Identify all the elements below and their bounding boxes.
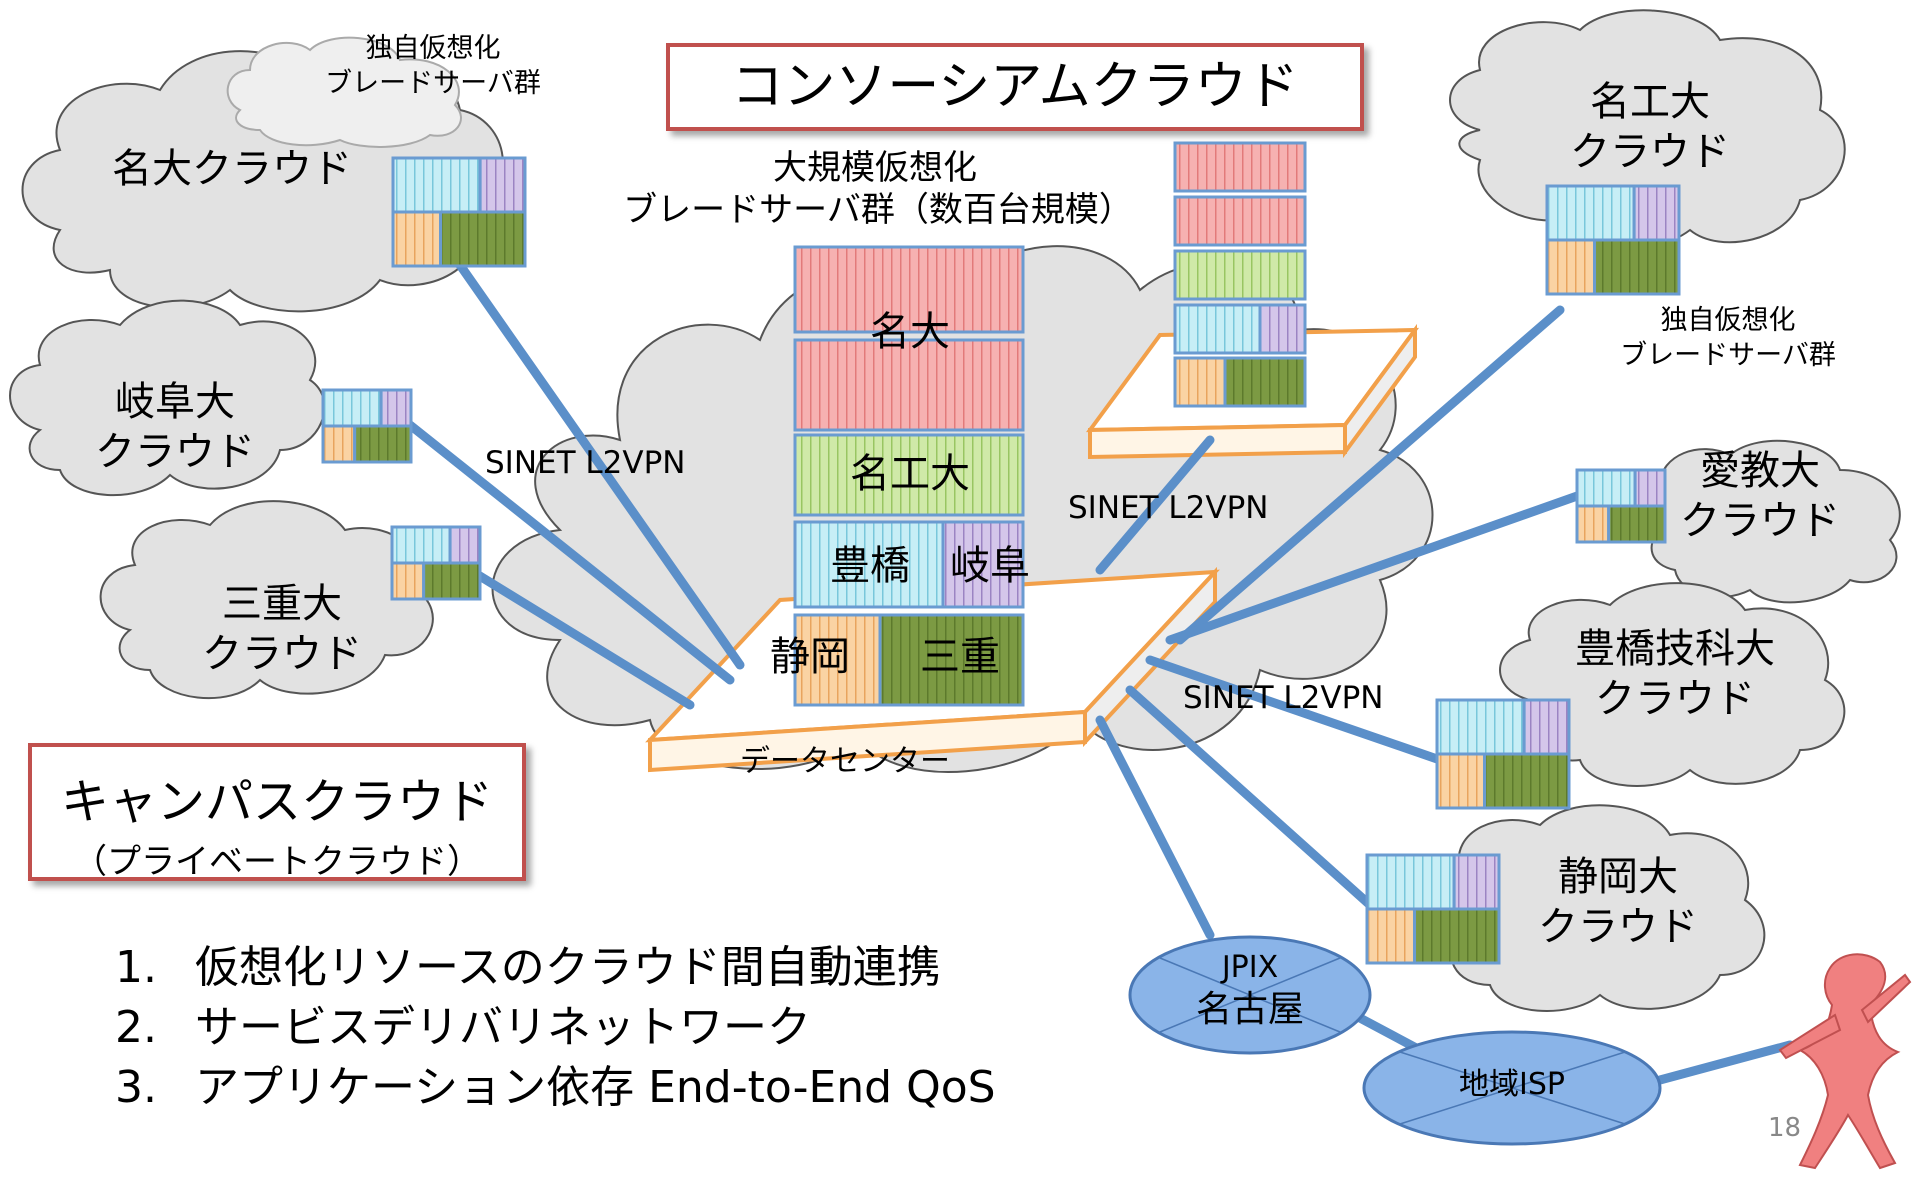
jpix-label-1: JPIX — [1221, 950, 1279, 985]
cloud-toyohashi-label-1: 豊橋技科大 — [1575, 626, 1775, 672]
isp-label: 地域ISP — [1459, 1067, 1565, 1102]
link-mie — [465, 565, 695, 710]
block-gifu-label: 岐阜 — [950, 543, 1030, 589]
cloud-meikodai-label-2: クラウド — [1570, 129, 1730, 175]
block-mie-label: 三重 — [920, 634, 1000, 680]
page-number: 18 — [1768, 1113, 1802, 1143]
upper-rack — [1173, 141, 1307, 408]
cloud-mie-label-1: 三重大 — [222, 581, 342, 627]
cloud-aikyo-label-1: 愛教大 — [1700, 448, 1820, 494]
cloud-meidai-label: 名大クラウド — [112, 146, 352, 192]
link-shizuoka — [1125, 685, 1375, 910]
user-figure-icon — [1778, 953, 1912, 1170]
block-meidai-label: 名大 — [870, 309, 950, 355]
page-title: コンソーシアムクラウド — [731, 57, 1299, 117]
list-item: 2.サービスデリバリネットワーク — [115, 1002, 811, 1053]
datacenter-label: データセンター — [740, 744, 950, 779]
rack-mie — [878, 613, 1025, 707]
cloud-toyohashi-label-2: クラウド — [1595, 676, 1755, 722]
cloud-own-blade-left — [226, 36, 462, 148]
rack-meikodai — [793, 433, 1025, 517]
own-blade-left-2: ブレードサーバ群 — [325, 68, 541, 99]
network-links — [405, 260, 1795, 1085]
campus-cloud-box: キャンパスクラウド （プライベートクラウド） — [28, 743, 526, 882]
link-upper — [1095, 435, 1215, 575]
cloud-gifu-label-2: クラウド — [95, 429, 255, 475]
rack-shizuoka — [793, 613, 882, 707]
block-shizuoka-label: 静岡 — [770, 634, 850, 680]
list-item: 1.仮想化リソースのクラウド間自動連携 — [115, 942, 941, 993]
link-meikodai — [1175, 305, 1565, 645]
cloud-servers — [321, 156, 1681, 965]
cloud-gifu — [9, 299, 326, 497]
cloud-gifu-label-1: 岐阜大 — [115, 379, 235, 425]
server-shizuoka-icon — [1365, 853, 1501, 965]
server-gifu-icon — [321, 388, 413, 464]
cloud-shizuoka-label-1: 静岡大 — [1558, 854, 1678, 900]
list-item: 3.アプリケーション依存 End-to-End QoS — [115, 1062, 996, 1113]
rack-toyohashi — [793, 520, 945, 609]
cloud-aikyo-label-2: クラウド — [1680, 498, 1840, 544]
isp-node — [1362, 1030, 1662, 1146]
feature-list: 1.仮想化リソースのクラウド間自動連携 2.サービスデリバリネットワーク 3.ア… — [115, 938, 996, 1118]
vpn-label-center: SINET L2VPN — [1068, 490, 1269, 526]
cloud-toyohashi-gika — [1499, 582, 1846, 787]
cloud-shizuoka — [1429, 804, 1766, 1012]
jpix-label-2: 名古屋 — [1195, 989, 1305, 1030]
own-blade-left-1: 独自仮想化 — [365, 33, 501, 64]
rack-meidai-2 — [793, 338, 1025, 432]
rack-meidai-1 — [793, 245, 1025, 334]
link-isp-user — [1655, 1040, 1795, 1085]
link-gifu — [405, 420, 735, 685]
server-mie-icon — [390, 525, 482, 601]
own-blade-right-2: ブレードサーバ群 — [1620, 340, 1836, 371]
jpix-node — [1128, 935, 1372, 1055]
rack-gifu — [941, 520, 1025, 609]
server-label-2: ブレードサーバ群（数百台規模） — [623, 190, 1133, 230]
cloud-meikodai-label-1: 名工大 — [1590, 79, 1710, 125]
own-blade-right-1: 独自仮想化 — [1660, 305, 1796, 336]
campus-cloud-title: キャンパスクラウド — [60, 774, 493, 830]
central-rack — [793, 245, 1025, 707]
server-aikyo-icon — [1575, 468, 1667, 544]
cloud-shizuoka-label-2: クラウド — [1538, 904, 1698, 950]
block-meikodai-label: 名工大 — [850, 451, 970, 497]
consortium-title-box: コンソーシアムクラウド — [666, 43, 1364, 131]
vpn-label-right: SINET L2VPN — [1183, 680, 1384, 716]
link-toyohashi — [1145, 655, 1445, 765]
server-meidai-icon — [391, 156, 527, 268]
link-jpix — [1095, 715, 1215, 940]
link-aikyo — [1165, 490, 1585, 645]
server-toyohashi-icon — [1435, 698, 1571, 810]
server-meikodai-icon — [1545, 184, 1681, 296]
cloud-mie-label-2: クラウド — [202, 631, 362, 677]
server-label-1: 大規模仮想化 — [773, 148, 977, 188]
block-toyohashi-label: 豊橋 — [830, 543, 910, 589]
vpn-label-left: SINET L2VPN — [485, 445, 686, 481]
campus-cloud-subtitle: （プライベートクラウド） — [73, 842, 481, 882]
link-meidai — [455, 260, 745, 670]
